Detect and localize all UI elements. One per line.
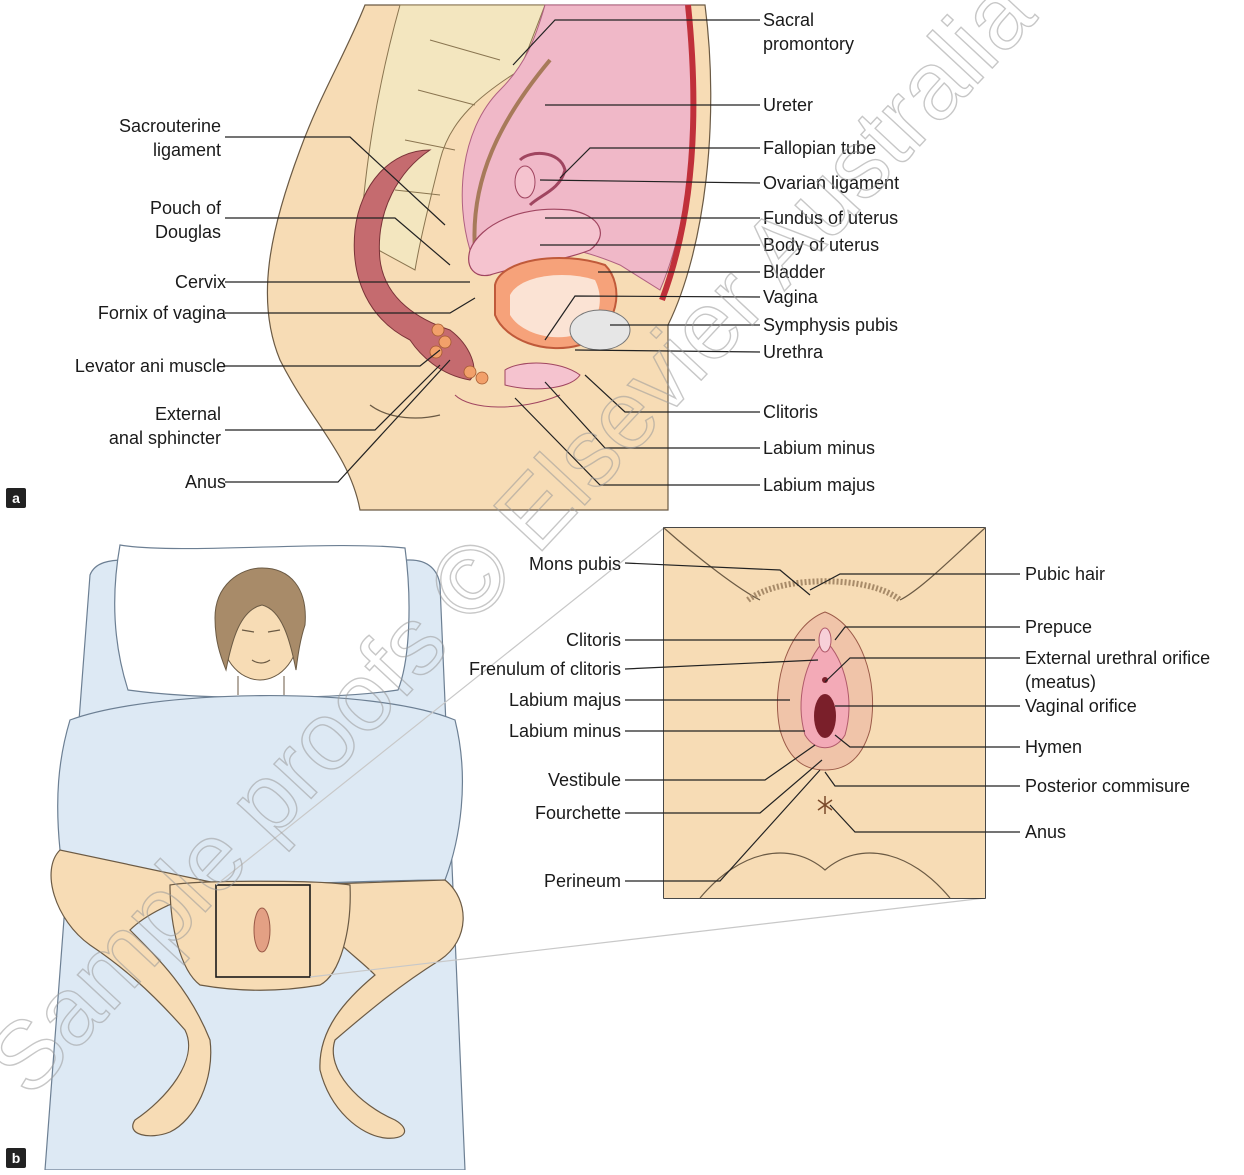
label-a-pouch-of-douglas-line: Douglas bbox=[155, 222, 221, 242]
label-b-fourchette-line: Fourchette bbox=[535, 803, 621, 823]
label-a-labium-majus: Labium majus bbox=[763, 475, 875, 495]
label-a-sacrouterine-ligament: Sacrouterine ligament bbox=[119, 116, 221, 160]
label-b-hymen: Hymen bbox=[1025, 737, 1082, 757]
label-a-external-anal-sphincter: External anal sphincter bbox=[109, 404, 221, 448]
label-a-sacral-promontory-line: promontory bbox=[763, 34, 854, 54]
label-b-posterior-commisure: Posterior commisure bbox=[1025, 776, 1190, 796]
label-a-clitoris-line: Clitoris bbox=[763, 402, 818, 422]
label-b-frenulum-of-clitoris: Frenulum of clitoris bbox=[469, 659, 621, 679]
label-a-labium-majus-line: Labium majus bbox=[763, 475, 875, 495]
label-a-external-anal-sphincter-line: External bbox=[155, 404, 221, 424]
label-b-labium-minus: Labium minus bbox=[509, 721, 621, 741]
label-b-pubic-hair: Pubic hair bbox=[1025, 564, 1105, 584]
label-a-fornix-of-vagina: Fornix of vagina bbox=[98, 303, 227, 323]
label-a-cervix-line: Cervix bbox=[175, 272, 226, 292]
label-a-urethra: Urethra bbox=[763, 342, 824, 362]
label-a-sacral-promontory-line: Sacral bbox=[763, 10, 814, 30]
label-b-posterior-commisure-line: Posterior commisure bbox=[1025, 776, 1190, 796]
label-a-levator-ani-muscle: Levator ani muscle bbox=[75, 356, 226, 376]
label-a-urethra-line: Urethra bbox=[763, 342, 824, 362]
label-b-labium-majus: Labium majus bbox=[509, 690, 621, 710]
svg-text:a: a bbox=[12, 490, 20, 506]
label-a-sacrouterine-ligament-line: ligament bbox=[153, 140, 221, 160]
label-b-external-urethral-orifice: External urethral orifice (meatus) bbox=[1025, 648, 1210, 692]
label-b-frenulum-of-clitoris-line: Frenulum of clitoris bbox=[469, 659, 621, 679]
label-a-ureter-line: Ureter bbox=[763, 95, 813, 115]
label-b-anus-line: Anus bbox=[1025, 822, 1066, 842]
label-b-pubic-hair-line: Pubic hair bbox=[1025, 564, 1105, 584]
label-b-hymen-line: Hymen bbox=[1025, 737, 1082, 757]
svg-text:b: b bbox=[12, 1150, 21, 1166]
label-b-external-urethral-orifice-line: External urethral orifice bbox=[1025, 648, 1210, 668]
inset-vulva bbox=[664, 528, 985, 898]
label-b-labium-majus-line: Labium majus bbox=[509, 690, 621, 710]
label-b-prepuce: Prepuce bbox=[1025, 617, 1092, 637]
label-a-levator-ani-muscle-line: Levator ani muscle bbox=[75, 356, 226, 376]
label-b-anus: Anus bbox=[1025, 822, 1066, 842]
label-b-prepuce-line: Prepuce bbox=[1025, 617, 1092, 637]
label-b-perineum-line: Perineum bbox=[544, 871, 621, 891]
label-a-cervix: Cervix bbox=[175, 272, 226, 292]
label-a-labium-minus-line: Labium minus bbox=[763, 438, 875, 458]
label-b-fourchette: Fourchette bbox=[535, 803, 621, 823]
label-a-sacral-promontory: Sacral promontory bbox=[763, 10, 854, 54]
label-b-labium-minus-line: Labium minus bbox=[509, 721, 621, 741]
label-a-anus-line: Anus bbox=[185, 472, 226, 492]
label-a-clitoris: Clitoris bbox=[763, 402, 818, 422]
label-a-ureter: Ureter bbox=[763, 95, 813, 115]
label-b-clitoris-line: Clitoris bbox=[566, 630, 621, 650]
label-a-pouch-of-douglas: Pouch of Douglas bbox=[150, 198, 222, 242]
label-a-anus: Anus bbox=[185, 472, 226, 492]
label-a-labium-minus: Labium minus bbox=[763, 438, 875, 458]
label-a-external-anal-sphincter-line: anal sphincter bbox=[109, 428, 221, 448]
label-a-sacrouterine-ligament-line: Sacrouterine bbox=[119, 116, 221, 136]
panel-a-tag: a bbox=[6, 488, 26, 508]
label-b-vestibule: Vestibule bbox=[548, 770, 621, 790]
label-a-pouch-of-douglas-line: Pouch of bbox=[150, 198, 222, 218]
label-b-clitoris: Clitoris bbox=[566, 630, 621, 650]
label-b-perineum: Perineum bbox=[544, 871, 621, 891]
label-b-vaginal-orifice-line: Vaginal orifice bbox=[1025, 696, 1137, 716]
label-b-vaginal-orifice: Vaginal orifice bbox=[1025, 696, 1137, 716]
label-a-fornix-of-vagina-line: Fornix of vagina bbox=[98, 303, 227, 323]
vaginal-opening bbox=[814, 694, 836, 738]
label-b-external-urethral-orifice-line: (meatus) bbox=[1025, 672, 1096, 692]
label-b-vestibule-line: Vestibule bbox=[548, 770, 621, 790]
panel-b-tag: b bbox=[6, 1148, 26, 1168]
